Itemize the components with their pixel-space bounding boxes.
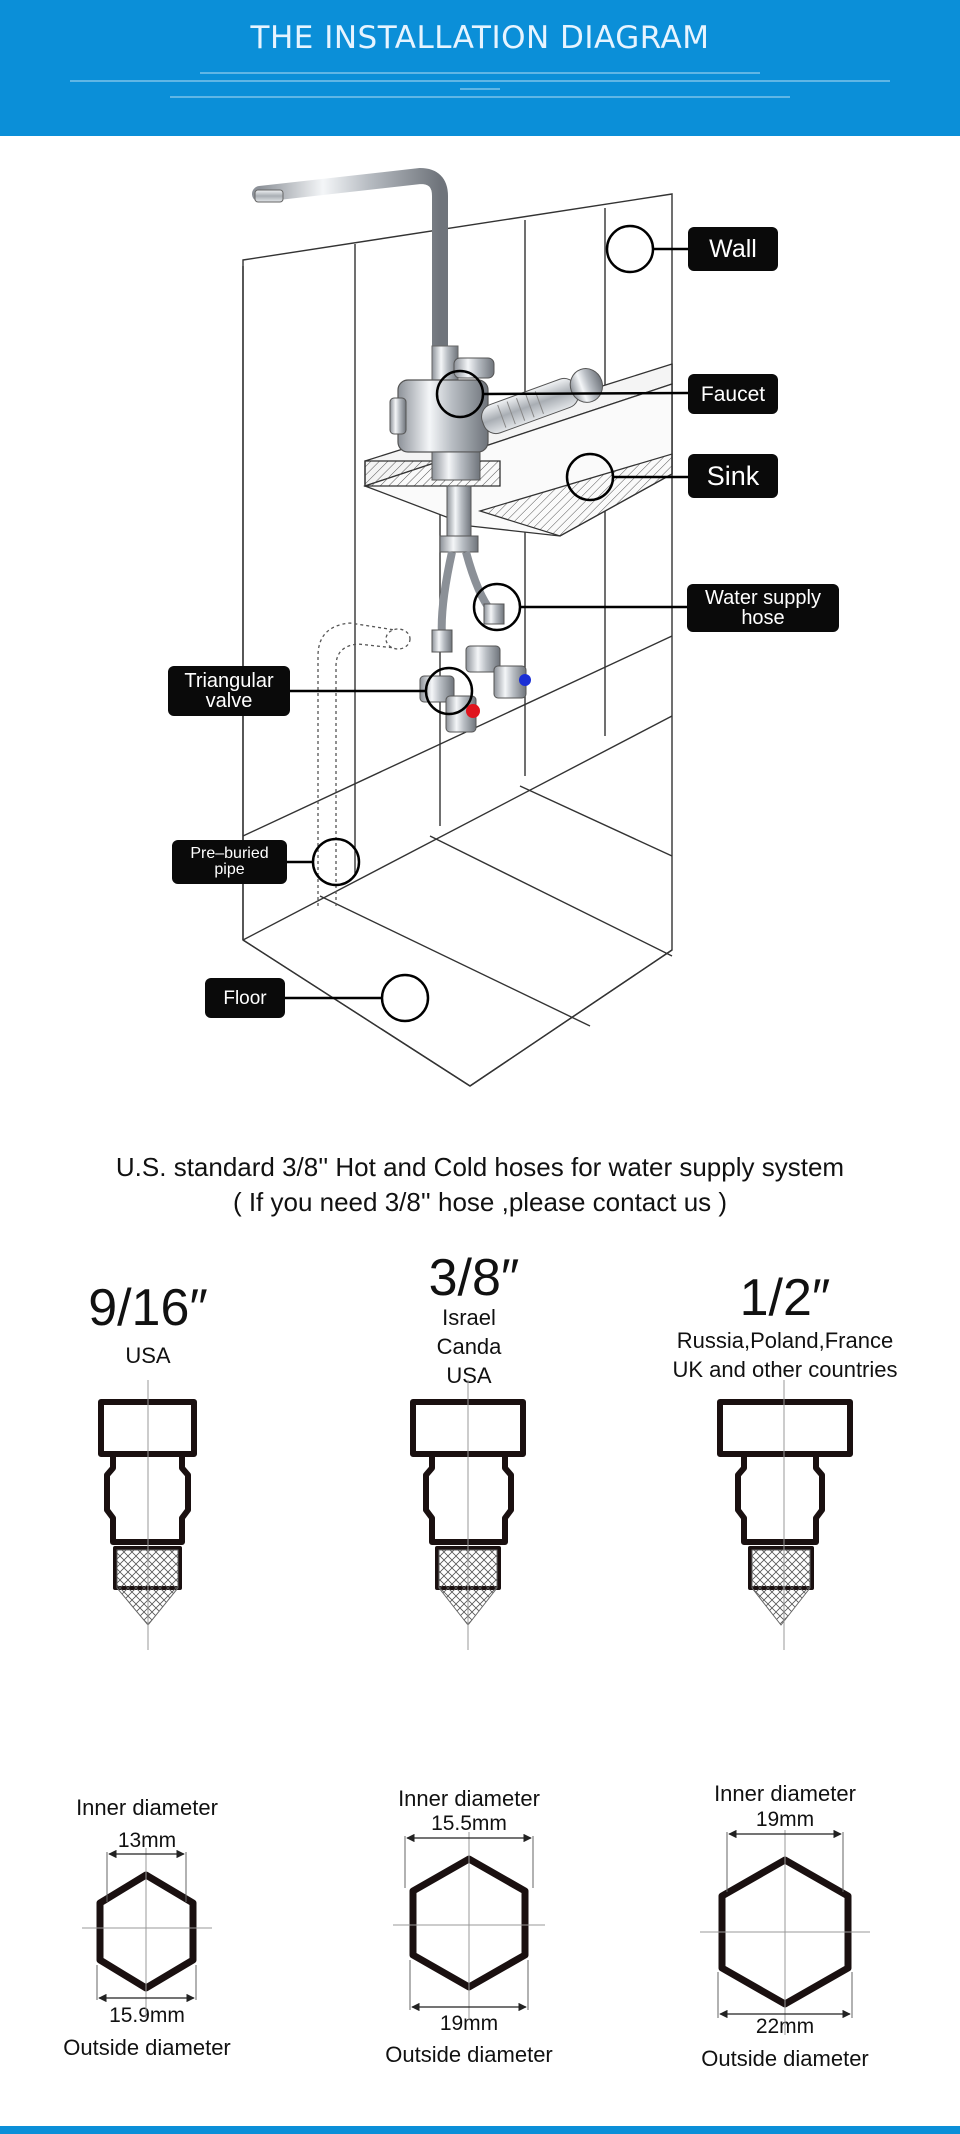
label-water-supply-hose: Water supply hose	[687, 584, 839, 632]
standard-size-1: 9/16″	[88, 1279, 208, 1337]
page-title: THE INSTALLATION DIAGRAM	[250, 20, 710, 56]
inner-diameter-value-1: 13mm	[117, 1829, 177, 1852]
standard-region-3: Russia,Poland,France UK and other countr…	[672, 1328, 898, 1382]
inner-diameter-label-2: Inner diameter	[398, 1786, 540, 1811]
banner-fine-print	[60, 66, 900, 106]
outer-diameter-label-1: Outside diameter	[63, 2035, 231, 2060]
label-sink: Sink	[688, 454, 778, 498]
standard-size-2: 3/8″	[428, 1249, 520, 1307]
wall-callout-circle	[605, 224, 655, 274]
label-faucet: Faucet	[688, 374, 778, 414]
outer-diameter-value-2: 19mm	[439, 2012, 499, 2035]
triangular-valves	[419, 645, 531, 733]
hexagon-19mm-icon	[700, 1830, 870, 2035]
inner-diameter-value-3: 19mm	[755, 1808, 815, 1831]
label-wall: Wall	[688, 227, 778, 271]
inner-diameter-label-3: Inner diameter	[714, 1781, 856, 1806]
installation-diagram: Wall Faucet Sink Water supply hose Trian…	[0, 136, 960, 1096]
header-banner: THE INSTALLATION DIAGRAM	[0, 0, 960, 136]
cold-valve-icon	[519, 674, 531, 686]
standard-region-2: Israel Canda USA	[436, 1305, 502, 1388]
outer-diameter-value-1: 15.9mm	[109, 2004, 185, 2027]
installation-illustration	[242, 167, 689, 1087]
faucet-illustration	[252, 167, 604, 653]
hose-standard-heading: U.S. standard 3/8'' Hot and Cold hoses f…	[115, 1152, 845, 1182]
outer-diameter-label-2: Outside diameter	[385, 2042, 553, 2067]
label-floor: Floor	[205, 978, 285, 1018]
fitting-1-2-icon	[717, 1399, 853, 1590]
hexagon-15-5mm-icon	[393, 1832, 545, 2020]
wall-outline	[242, 193, 673, 1087]
hexagon-13mm-icon	[82, 1848, 212, 2018]
fitting-illustrations	[98, 1380, 853, 1650]
hexagon-diagrams	[82, 1830, 870, 2035]
inner-diameter-value-2: 15.5mm	[431, 1812, 507, 1835]
outer-diameter-label-3: Outside diameter	[701, 2046, 869, 2071]
inner-diameter-label-1: Inner diameter	[76, 1795, 218, 1820]
label-pre-buried-pipe: Pre–buried pipe	[172, 840, 287, 884]
standard-size-3: 1/2″	[739, 1269, 831, 1327]
pre-buried-pipe	[317, 622, 411, 906]
bottom-border	[0, 2126, 960, 2134]
floor-callout-circle	[380, 973, 430, 1023]
hot-valve-icon	[466, 704, 480, 718]
standard-region-1: USA	[125, 1343, 171, 1368]
label-triangular-valve: Triangular valve	[168, 666, 290, 716]
contact-note: ( If you need 3/8'' hose ,please contact…	[232, 1187, 728, 1217]
